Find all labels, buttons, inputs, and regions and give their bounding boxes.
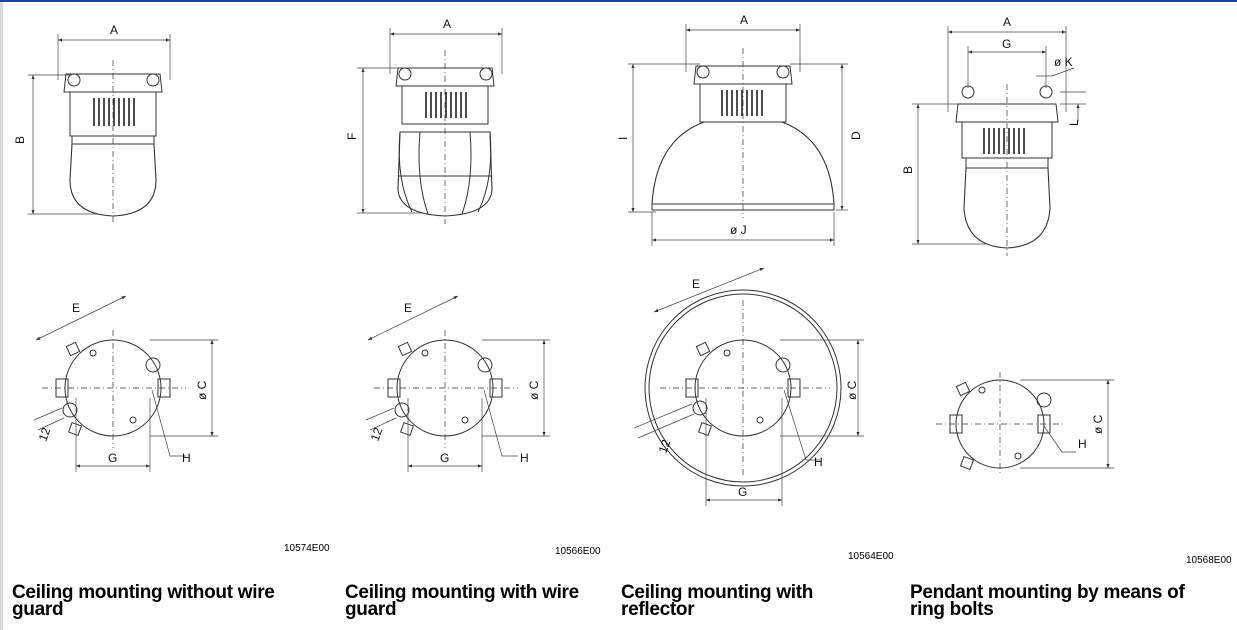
heat-sink-fins (93, 98, 135, 126)
dim-b-label-4: B (901, 166, 915, 174)
dim-12-label: 12 (36, 425, 54, 443)
dim-a-label-2: A (443, 17, 451, 31)
dim-12-label-2: 12 (368, 425, 386, 443)
dim-h-label-4: H (1078, 437, 1087, 451)
dim-12-label-3: 12 (656, 437, 674, 455)
view-3-side-elevation: A I D ø J (616, 13, 863, 246)
dim-c-label-2: ø C (527, 380, 541, 400)
heat-sink-fins-2 (425, 92, 467, 118)
heat-sink-fins-4 (983, 128, 1025, 154)
dim-h-label: H (182, 451, 191, 465)
view-3-plan: E ø C G H 12 (633, 267, 864, 506)
dim-e-label-2: E (404, 301, 412, 315)
view-1-plan: E ø C G H 12 (33, 295, 218, 472)
view-2-plan: E ø C G H 12 (365, 295, 550, 472)
dim-k-label: ø K (1054, 55, 1073, 69)
drawing-ref-1: 10574E00 (284, 543, 330, 554)
heat-sink-fins-3 (721, 90, 763, 116)
left-border-rule (0, 2, 3, 630)
dim-e-label-3: E (692, 277, 700, 291)
dim-h-label-2: H (520, 451, 529, 465)
view-4-side-elevation: A G ø K L B (901, 15, 1086, 256)
view-1-side-elevation: A B (13, 23, 171, 224)
caption-ceiling-with-wire-guard: Ceiling mounting with wire guard (345, 582, 579, 620)
caption-pendant-ring-bolts: Pendant mounting by means of ring bolts (910, 582, 1185, 620)
dim-g-label-4: G (1002, 37, 1011, 51)
view-4-plan: ø C H (936, 372, 1114, 476)
dim-f-label: F (345, 133, 359, 140)
dim-h-label-3: H (814, 455, 823, 469)
dim-e-label: E (72, 301, 80, 315)
dim-d-label: D (849, 131, 863, 140)
dim-g-label: G (108, 451, 117, 465)
dim-g-label-2: G (440, 451, 449, 465)
dim-b-label: B (13, 136, 27, 144)
dim-a-label-4: A (1003, 15, 1011, 29)
dim-i-label: I (616, 137, 630, 140)
dim-a-label: A (110, 23, 118, 37)
ring-bolt-right (1039, 85, 1053, 99)
drawing-ref-3: 10564E00 (848, 551, 894, 562)
view-2-side-elevation: A F (345, 17, 503, 224)
dim-c-label: ø C (195, 380, 209, 400)
drawing-ref-4: 10568E00 (1186, 555, 1232, 566)
dim-a-label-3: A (740, 13, 748, 27)
ring-bolt-left (961, 85, 975, 99)
dim-c-label-4: ø C (1091, 414, 1105, 434)
dim-c-label-3: ø C (845, 380, 859, 400)
drawing-ref-2: 10566E00 (555, 546, 601, 557)
dim-g-label-3: G (738, 485, 747, 499)
dim-j-label: ø J (730, 223, 747, 237)
caption-ceiling-without-wire-guard: Ceiling mounting without wire guard (12, 582, 275, 620)
caption-ceiling-with-reflector: Ceiling mounting with reflector (621, 582, 814, 620)
dim-l-label: L (1067, 119, 1081, 126)
top-accent-rule (0, 0, 1237, 2)
